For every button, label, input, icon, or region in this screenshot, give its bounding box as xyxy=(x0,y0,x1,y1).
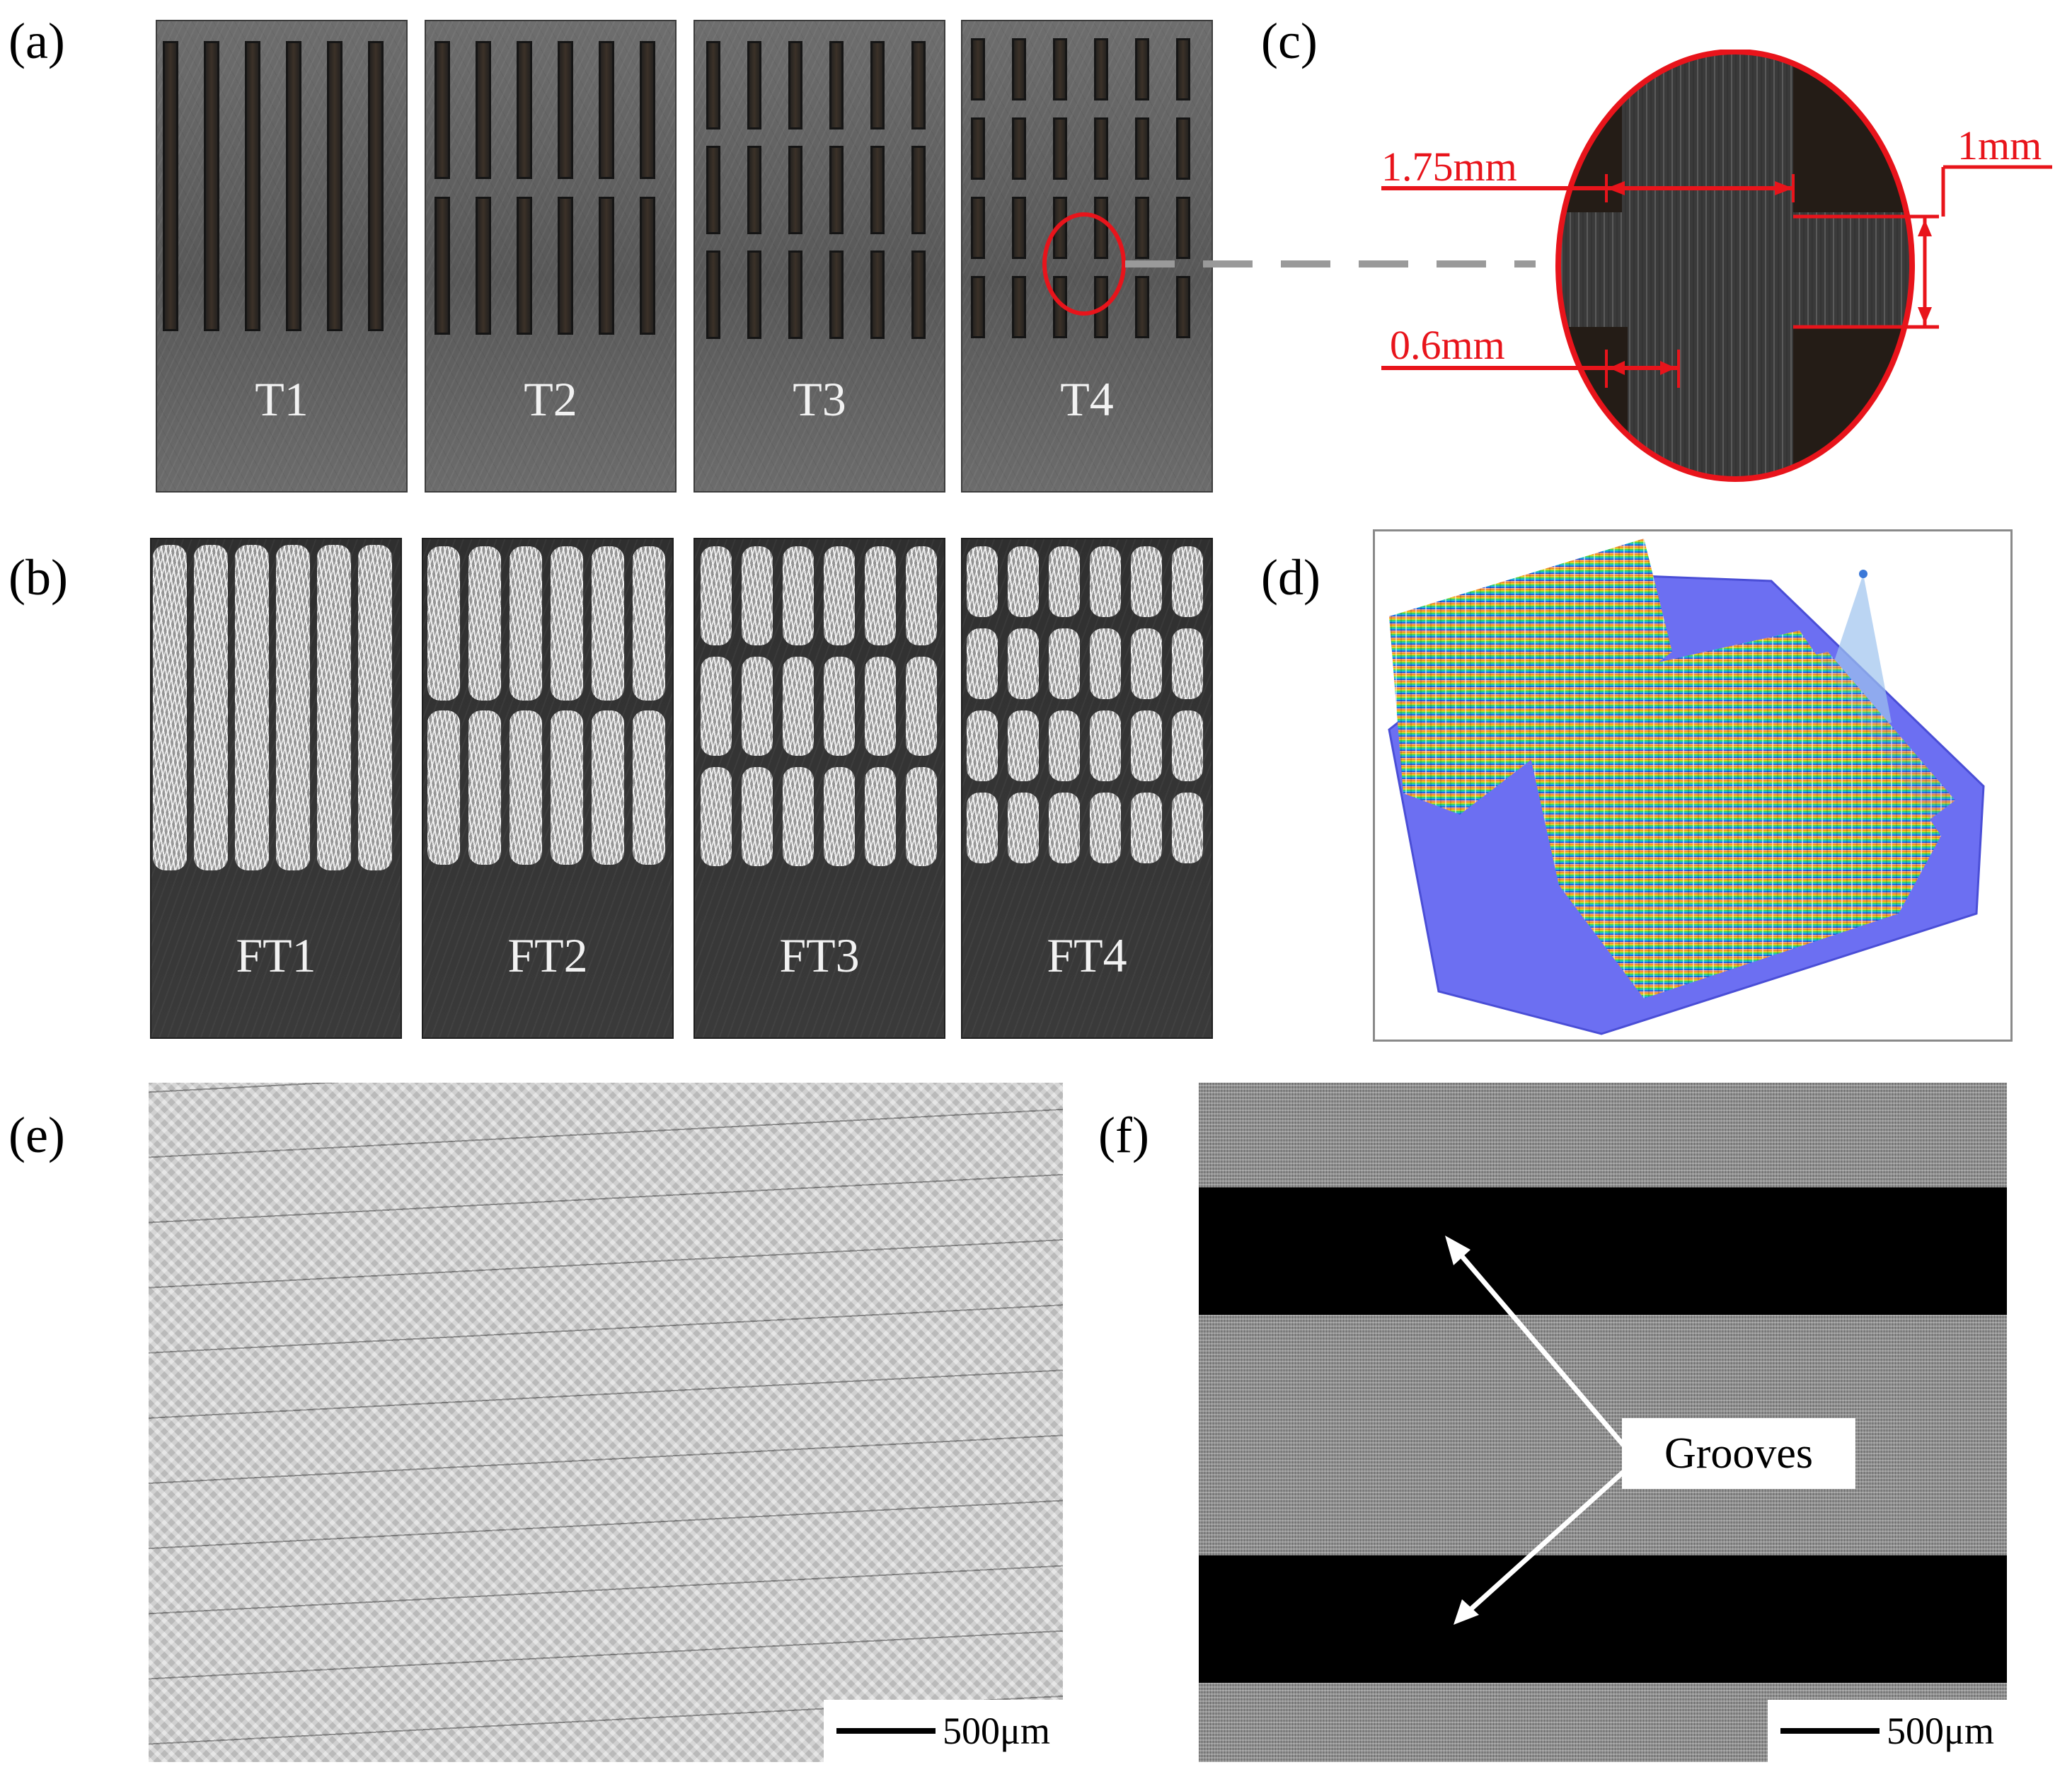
scale-bar-label-e: 500μm xyxy=(943,1710,1050,1752)
plate-label-ft2: FT2 xyxy=(507,928,588,982)
plate-label-t2: T2 xyxy=(524,372,577,426)
zoom-oval-border xyxy=(1555,50,1915,482)
zoom-leader xyxy=(1042,212,1536,316)
panel-label-d: (d) xyxy=(1261,549,1320,606)
plate-label-t4: T4 xyxy=(1060,372,1114,426)
groove-bottom-left xyxy=(1558,327,1628,479)
plate-t1: T1 xyxy=(156,20,408,493)
dim-label-groove-width: 0.6mm xyxy=(1390,322,1505,368)
plate-t3: T3 xyxy=(693,20,945,493)
panel-d-3d-render xyxy=(1373,529,2013,1042)
panel-e-micrograph: 500μm xyxy=(149,1083,1063,1762)
plate-ft1: FT1 xyxy=(150,538,402,1039)
plate-label-ft3: FT3 xyxy=(779,928,860,982)
plate-t4: T4 xyxy=(961,20,1213,493)
zoom-highlight-circle xyxy=(1042,212,1126,316)
plate-label-ft4: FT4 xyxy=(1047,928,1127,982)
plate-ft3: FT3 xyxy=(693,538,945,1039)
plate-ft4: FT4 xyxy=(961,538,1213,1039)
scale-bar-line-f xyxy=(1780,1728,1880,1734)
panel-f-micrograph: Grooves 500μm xyxy=(1199,1083,2007,1762)
dim-label-gap: 1mm xyxy=(1957,122,2042,168)
plate-t2: T2 xyxy=(425,20,677,493)
plate-label-t3: T3 xyxy=(793,372,846,426)
panel-label-f: (f) xyxy=(1098,1107,1149,1163)
panel-c-zoom: 1.75mm 1mm 0.6mm xyxy=(1373,50,2072,488)
plate-ft2: FT2 xyxy=(422,538,674,1039)
scale-bar-label-f: 500μm xyxy=(1887,1710,1994,1752)
plate-label-ft1: FT1 xyxy=(236,928,316,982)
panel-label-e: (e) xyxy=(8,1107,65,1163)
dim-label-groove-length: 1.75mm xyxy=(1381,144,1517,190)
panel-label-c: (c) xyxy=(1261,13,1318,69)
plate-label-t1: T1 xyxy=(255,372,309,426)
groove-band-2 xyxy=(1199,1555,2007,1683)
fiber-spikes xyxy=(1389,539,1955,998)
scale-bar-f: 500μm xyxy=(1768,1700,2007,1762)
panel-label-b: (b) xyxy=(8,549,68,606)
scale-bar-line-e xyxy=(836,1728,936,1734)
groove-band-1 xyxy=(1199,1187,2007,1315)
panel-label-a: (a) xyxy=(8,13,65,69)
scale-bar-e: 500μm xyxy=(824,1700,1063,1762)
grooves-annotation: Grooves xyxy=(1622,1418,1855,1489)
